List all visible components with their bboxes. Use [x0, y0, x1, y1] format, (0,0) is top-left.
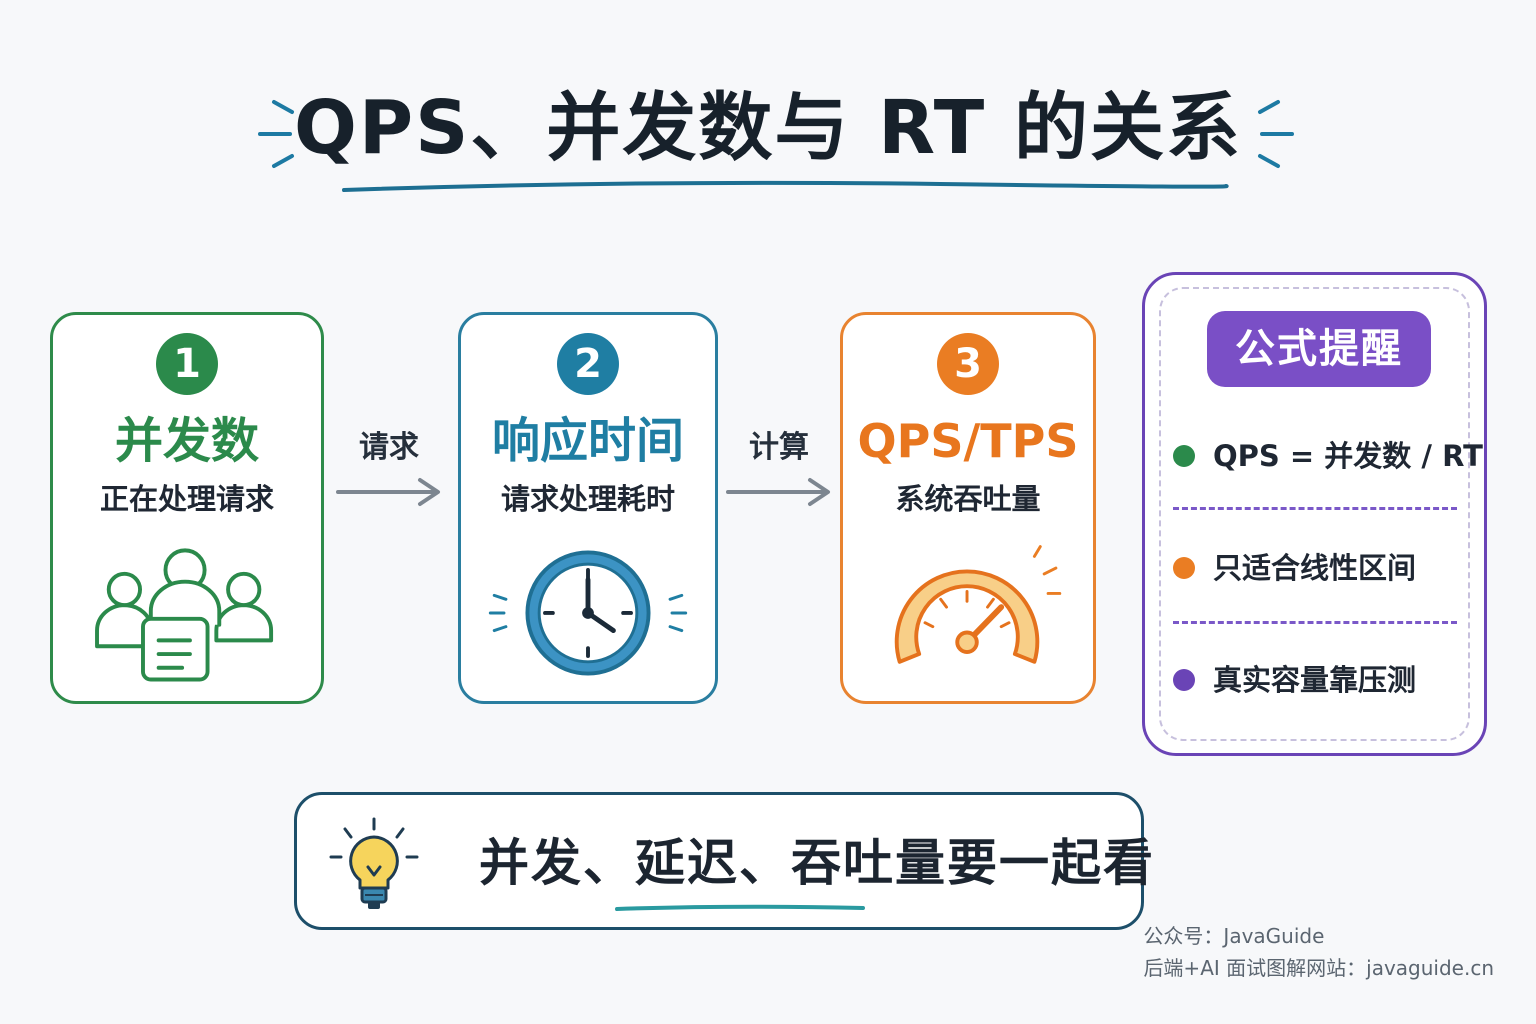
formula-item-stress-test: 真实容量靠压测 [1173, 655, 1463, 705]
page-title: QPS、并发数与 RT 的关系 [0, 80, 1536, 190]
formula-item-text: QPS = 并发数 / RT [1213, 439, 1483, 473]
tip-underline [615, 904, 865, 911]
response-time-subtitle: 请求处理耗时 [500, 482, 675, 516]
throughput-card: 3 QPS/TPS 系统吞吐量 [840, 312, 1096, 704]
concurrency-card: 1 并发数 正在处理请求 [50, 312, 324, 704]
sparkle-left-icon [258, 100, 294, 168]
formula-panel-inner-border [1159, 287, 1470, 741]
green-dot-icon [1173, 445, 1195, 467]
formula-panel: 公式提醒 QPS = 并发数 / RT 只适合线性区间 真实容量靠压测 [1142, 272, 1487, 756]
response-time-title: 响应时间 [491, 413, 684, 469]
response-time-card: 2 响应时间 请求处理耗时 [458, 312, 718, 704]
footer: 公众号：JavaGuide 后端+AI 面试图解网站：javaguide.cn [1143, 920, 1494, 984]
step-badge-1: 1 [156, 333, 218, 395]
divider [1173, 507, 1457, 510]
formula-item-text: 只适合线性区间 [1213, 551, 1417, 585]
orange-dot-icon [1173, 557, 1195, 579]
title-underline [342, 180, 1229, 192]
step-badge-2: 2 [557, 333, 619, 395]
formula-panel-title: 公式提醒 [1207, 311, 1431, 387]
step-badge-3: 3 [937, 333, 999, 395]
footer-account: 公众号：JavaGuide [1143, 924, 1325, 948]
users-icon [95, 548, 274, 682]
page-title-text: QPS、并发数与 RT 的关系 [293, 85, 1243, 171]
tip-text: 并发、延迟、吞吐量要一起看 [479, 834, 1155, 892]
lightbulb-icon [329, 817, 419, 909]
concurrency-subtitle: 正在处理请求 [99, 482, 274, 516]
tip-box: 并发、延迟、吞吐量要一起看 [294, 792, 1153, 930]
formula-item-qps: QPS = 并发数 / RT [1173, 431, 1483, 481]
formula-item-linear: 只适合线性区间 [1173, 543, 1463, 593]
arrow-right-icon [336, 478, 440, 506]
sparkle-right-icon [1258, 100, 1294, 168]
clock-icon [488, 550, 688, 676]
throughput-subtitle: 系统吞吐量 [895, 482, 1041, 516]
gauge-icon [894, 545, 1062, 664]
formula-item-text: 真实容量靠压测 [1213, 663, 1417, 697]
throughput-title: QPS/TPS [857, 414, 1079, 468]
footer-website: 后端+AI 面试图解网站：javaguide.cn [1143, 956, 1494, 980]
arrow-right-icon [726, 478, 830, 506]
concurrency-title: 并发数 [114, 413, 259, 469]
divider [1173, 621, 1457, 624]
arrow-label-request: 请求 [359, 430, 419, 465]
arrow-label-calculate: 计算 [749, 430, 809, 465]
purple-dot-icon [1173, 669, 1195, 691]
